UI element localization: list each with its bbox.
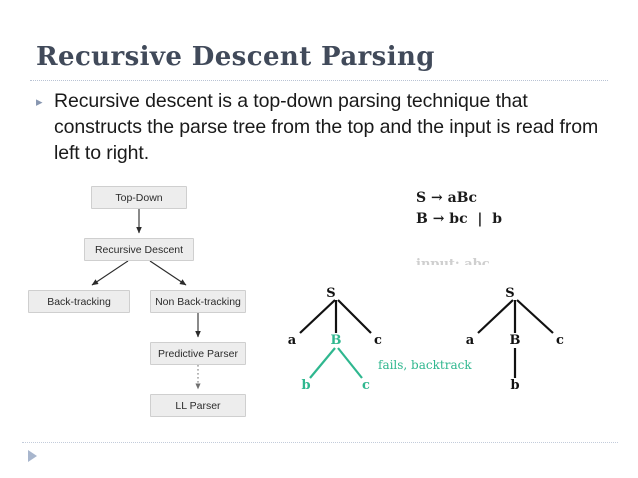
parser-taxonomy-flowchart: Top-Down Recursive Descent Back-tracking… [20, 180, 282, 420]
flowchart-node-non-back-tracking[interactable]: Non Back-tracking [150, 290, 246, 313]
right-tree-edge-s-c [516, 299, 554, 334]
page-title: Recursive Descent Parsing [36, 42, 435, 72]
left-tree-node-root: S [326, 286, 335, 301]
right-tree-node-a: a [466, 333, 475, 348]
left-tree-edge-b-b [309, 347, 336, 379]
bullet-body-text: Recursive descent is a top-down parsing … [54, 90, 599, 164]
left-tree-edge-s-c [337, 299, 372, 334]
title-divider [30, 80, 608, 81]
right-tree-node-c: c [556, 333, 564, 348]
flowchart-node-top-down[interactable]: Top-Down [91, 186, 187, 209]
grammar-rule-b: B → bc | b [416, 211, 503, 227]
grammar-input-line-clipped: input: abc [416, 257, 490, 265]
flowchart-node-predictive-parser[interactable]: Predictive Parser [150, 342, 246, 365]
flowchart-node-ll-parser[interactable]: LL Parser [150, 394, 246, 417]
play-triangle-icon[interactable] [28, 450, 37, 462]
parse-tree-figures: S a B c b c fails, backtrack S a B c b [270, 278, 630, 400]
edge-recursivedescent-nonbacktracking [149, 260, 187, 286]
left-tree-leaf-b: b [301, 378, 310, 393]
right-tree-node-root: S [505, 286, 514, 301]
right-tree-edge-s-a [477, 299, 514, 334]
right-tree-leaf-b: b [510, 378, 519, 393]
flowchart-node-recursive-descent[interactable]: Recursive Descent [84, 238, 194, 261]
flowchart-connectors [91, 209, 201, 390]
bullet-triangle-icon: ▸ [36, 94, 43, 109]
left-tree-edge-b-c [337, 347, 363, 379]
left-tree-node-a: a [288, 333, 297, 348]
left-tree-edge-s-a [299, 299, 336, 334]
bullet-paragraph: ▸ Recursive descent is a top-down parsin… [36, 88, 616, 166]
grammar-productions: S → aBc B → bc | b [416, 188, 502, 230]
edge-recursivedescent-backtracking [91, 260, 129, 286]
flowchart-node-back-tracking[interactable]: Back-tracking [28, 290, 130, 313]
grammar-rule-s: S → aBc [416, 190, 478, 206]
footer-divider [22, 442, 618, 443]
right-tree-node-b: B [510, 333, 521, 348]
parse-tree-svg: S a B c b c fails, backtrack S a B c b [288, 286, 564, 393]
left-tree-node-b: B [331, 333, 342, 348]
backtrack-annotation: fails, backtrack [378, 358, 472, 372]
left-tree-leaf-c: c [362, 378, 370, 393]
left-tree-node-c: c [374, 333, 382, 348]
